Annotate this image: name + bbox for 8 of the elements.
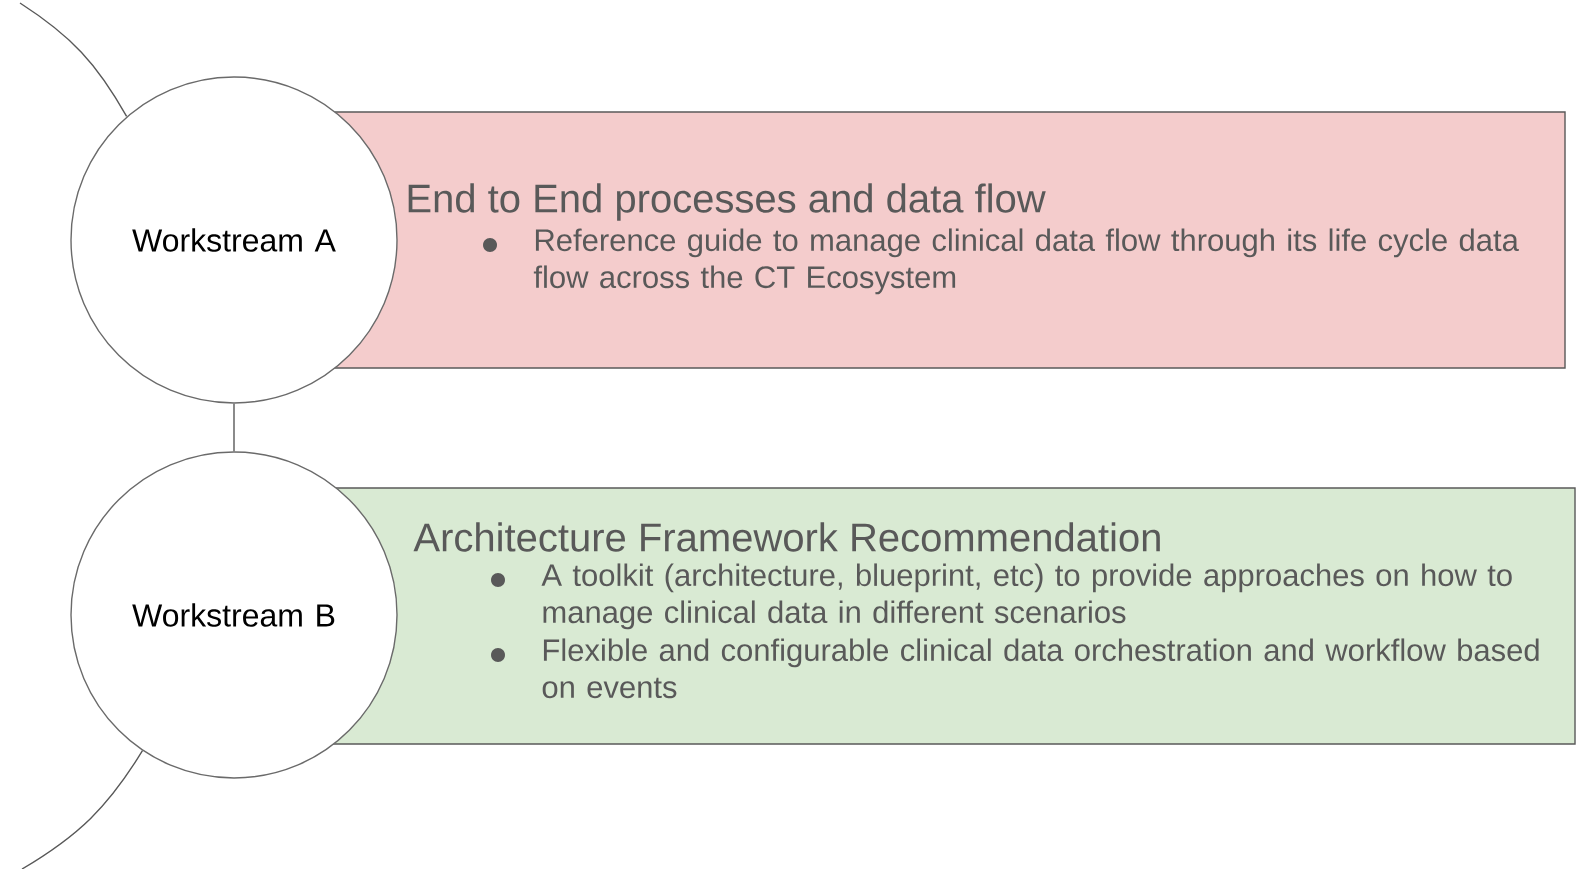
bullet-text: A toolkit (architecture, blueprint, etc) to provide approaches on how to manage clinical data in different scenarios	[541, 563, 1512, 630]
bullet-text: Flexible and configurable clinical data orchestration and workflow based on events	[542, 638, 1539, 699]
bullet-text: Reference guide to manage clinical data flow through its life cycle data flow across the CT Ecosystem	[533, 228, 1519, 295]
heading: Architecture Framework Recommendation	[413, 522, 1160, 552]
heading: End to End processes and data flow	[408, 183, 1046, 221]
connector-line	[233, 403, 235, 452]
connector-line	[21, 750, 144, 869]
connector-line	[19, 2, 128, 118]
